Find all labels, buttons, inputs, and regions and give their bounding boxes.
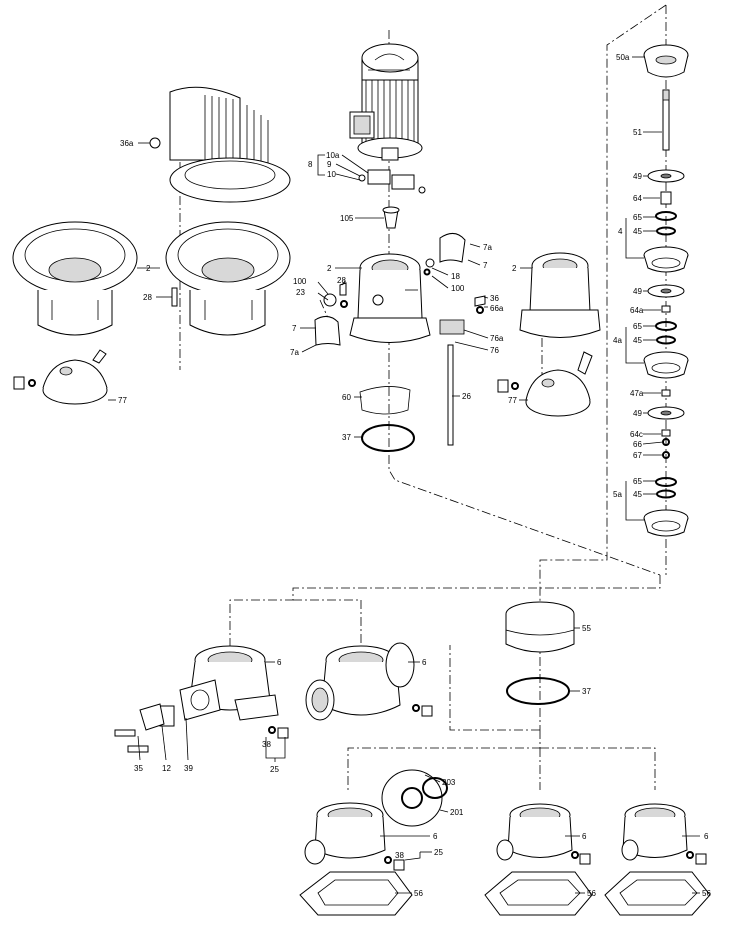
label-2-left: 2: [146, 264, 151, 273]
base-right: [305, 642, 433, 721]
label-10: 10: [327, 170, 336, 179]
seal-rings-center: [359, 386, 415, 452]
label-35: 35: [134, 764, 143, 773]
label-64a: 64a: [630, 306, 644, 315]
label-2-center: 2: [327, 264, 332, 273]
label-25-middle: 25: [270, 765, 279, 774]
label-49-b: 49: [633, 287, 642, 296]
label-4: 4: [618, 227, 623, 236]
label-38-bottom: 38: [395, 851, 404, 860]
label-39: 39: [184, 764, 193, 773]
label-77-left: 77: [118, 396, 127, 405]
base-bottom-left: [299, 769, 448, 916]
label-45-c: 45: [633, 490, 642, 499]
label-201: 201: [450, 808, 464, 817]
label-55: 55: [582, 624, 591, 633]
cover-dome-left: [13, 349, 108, 405]
leader-lines: [108, 56, 700, 894]
part-number-labels: 36a 2 28 77 10a 9 8 10 105 7a 7 18 100 2…: [118, 53, 711, 898]
sleeve: [505, 601, 575, 705]
label-26: 26: [462, 392, 471, 401]
label-23: 23: [296, 288, 305, 297]
base-bottom-center: [484, 803, 593, 916]
label-12: 12: [162, 764, 171, 773]
label-6-middle-left: 6: [277, 658, 282, 667]
label-64c: 64c: [630, 430, 643, 439]
label-100-left: 100: [293, 277, 307, 286]
label-5a: 5a: [613, 490, 622, 499]
pump-head-left-b: [165, 221, 291, 336]
label-66: 66: [633, 440, 642, 449]
label-37-center: 37: [342, 433, 351, 442]
label-49-c: 49: [633, 409, 642, 418]
label-45-b: 45: [633, 336, 642, 345]
label-7a-left: 7a: [290, 348, 299, 357]
label-38-middle: 38: [262, 740, 271, 749]
label-6-middle-right: 6: [422, 658, 427, 667]
label-4a: 4a: [613, 336, 622, 345]
pump-head-left-a: [12, 221, 138, 336]
label-76a: 76a: [490, 334, 504, 343]
label-51: 51: [633, 128, 642, 137]
label-9: 9: [327, 160, 332, 169]
label-28-center: 28: [337, 276, 346, 285]
label-10a: 10a: [326, 151, 340, 160]
label-8: 8: [308, 160, 313, 169]
label-100-right: 100: [451, 284, 465, 293]
assembly-centerlines: [179, 4, 667, 790]
label-45-a: 45: [633, 227, 642, 236]
pump-head-right: [519, 252, 601, 338]
pump-head-center: [349, 253, 431, 343]
label-67: 67: [633, 451, 642, 460]
label-36a: 36a: [120, 139, 134, 148]
label-65-c: 65: [633, 477, 642, 486]
label-65-b: 65: [633, 322, 642, 331]
label-37-lower: 37: [582, 687, 591, 696]
label-65-a: 65: [633, 213, 642, 222]
label-49-a: 49: [633, 172, 642, 181]
base-left: [114, 645, 289, 753]
label-64: 64: [633, 194, 642, 203]
label-7-top: 7: [483, 261, 488, 270]
label-6-bottom-center: 6: [582, 832, 587, 841]
label-66a: 66a: [490, 304, 504, 313]
label-76: 76: [490, 346, 499, 355]
label-56-left: 56: [414, 889, 423, 898]
base-bottom-right: [604, 803, 711, 916]
label-60: 60: [342, 393, 351, 402]
small-parts-center: [314, 169, 486, 446]
label-203: 203: [442, 778, 456, 787]
label-6-bottom-right: 6: [704, 832, 709, 841]
label-47a: 47a: [630, 389, 644, 398]
label-7-left: 7: [292, 324, 297, 333]
label-77-right: 77: [508, 396, 517, 405]
cover-dome-right: [497, 351, 593, 417]
label-7a-top: 7a: [483, 243, 492, 252]
shaft-and-impeller-stack: [643, 44, 689, 537]
motor-adapter-left: [149, 86, 291, 203]
label-2-right: 2: [512, 264, 517, 273]
label-28-left: 28: [143, 293, 152, 302]
label-56-center: 56: [587, 889, 596, 898]
motor: [349, 43, 423, 161]
label-25-bottom: 25: [434, 848, 443, 857]
label-50a: 50a: [616, 53, 630, 62]
label-6-bottom-left: 6: [433, 832, 438, 841]
label-56-right: 56: [702, 889, 711, 898]
label-105: 105: [340, 214, 354, 223]
label-36: 36: [490, 294, 499, 303]
label-18: 18: [451, 272, 460, 281]
